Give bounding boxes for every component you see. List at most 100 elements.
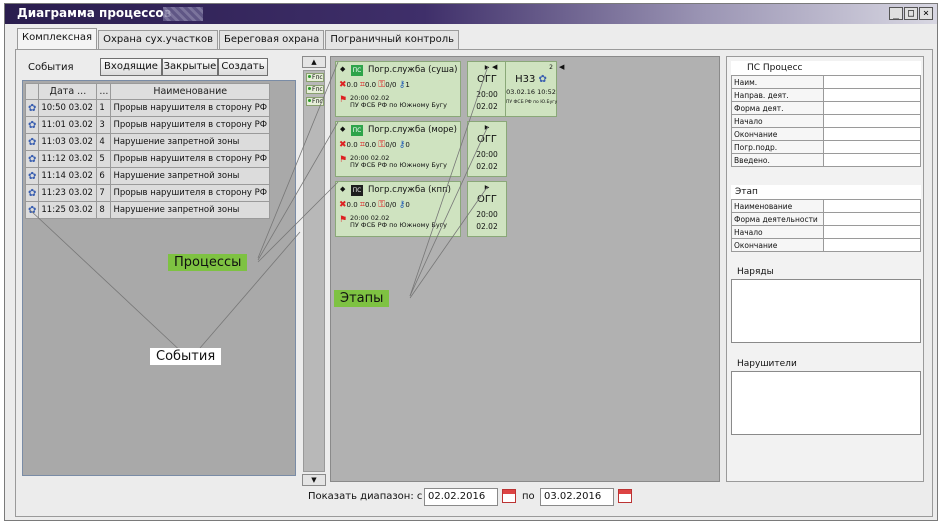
maximize-icon[interactable]: □ bbox=[904, 7, 918, 20]
tab-content: События Входящие Закрытые Создать Дата .… bbox=[15, 49, 933, 517]
process-header: ПС Процесс bbox=[747, 63, 803, 73]
table-col-name[interactable]: Наименование bbox=[110, 83, 271, 100]
bracket-icon: ⌗ bbox=[359, 200, 365, 210]
stage-arrow-icon: ▶ bbox=[484, 184, 490, 191]
expand-icon[interactable]: ◆ bbox=[340, 65, 346, 73]
create-button[interactable]: Создать bbox=[218, 58, 268, 76]
stage-arrow-icon: ▶ bbox=[484, 64, 490, 71]
outfit-card[interactable]: 2 Н33 ✿ 03.02.16 10:52 ПУ ФСБ РФ по Ю.Бу… bbox=[505, 61, 557, 117]
table-row[interactable]: Окончание bbox=[731, 238, 921, 252]
process-name: Погр.служба (море) bbox=[368, 125, 457, 135]
stage-name: ОГГ bbox=[476, 194, 498, 205]
arrow-right-icon[interactable]: ◀ bbox=[559, 63, 565, 71]
mini-process-item[interactable]: Fпс bbox=[306, 85, 324, 94]
events-panel: События Входящие Закрытые Создать Дата .… bbox=[22, 58, 296, 476]
date-to-field[interactable]: 03.02.2016 bbox=[540, 488, 614, 506]
stage-name: ОГГ bbox=[476, 134, 498, 145]
tab-border-control[interactable]: Пограничный контроль bbox=[325, 30, 460, 49]
key-blue-icon: ⚷ bbox=[398, 200, 406, 210]
table-row[interactable]: Начало bbox=[731, 225, 921, 239]
tab-coast[interactable]: Береговая охрана bbox=[219, 30, 325, 49]
stage-card[interactable]: ▶ ОГГ 20:00 02.02 bbox=[467, 181, 507, 237]
table-row[interactable]: Введено. bbox=[731, 153, 921, 167]
expand-icon[interactable]: ◆ bbox=[340, 185, 346, 193]
table-row[interactable]: Направ. деят. bbox=[731, 88, 921, 102]
process-card[interactable]: ◆ ПС Погр.служба (кпп) ✖0.0 ⌗0.0 ⚿0/0 ⚷0… bbox=[335, 181, 461, 237]
stage-card[interactable]: ▶ ОГГ 20:00 02.02 bbox=[467, 121, 507, 177]
outfits-header: Наряды bbox=[737, 267, 774, 277]
expand-icon[interactable]: ◆ bbox=[340, 125, 346, 133]
title-bar[interactable]: Диаграмма процессов _ □ × bbox=[5, 4, 937, 24]
range-label: Показать диапазон: с bbox=[308, 491, 423, 502]
tab-land[interactable]: Охрана сух.участков bbox=[98, 30, 219, 49]
key-icon: ⚿ bbox=[378, 200, 386, 210]
stage-name: ОГГ bbox=[476, 74, 498, 85]
gear-icon: ✿ bbox=[28, 136, 37, 148]
bracket-icon: ⌗ bbox=[359, 140, 365, 150]
arrow-left-icon[interactable]: ◀ bbox=[492, 63, 498, 71]
properties-panel: ПС Процесс Наим. Направ. деят. Форма дея… bbox=[726, 56, 924, 482]
violators-field[interactable] bbox=[731, 371, 921, 435]
scroll-down-icon[interactable]: ▼ bbox=[302, 474, 326, 486]
table-row[interactable]: Форма деят. bbox=[731, 101, 921, 115]
minimize-icon[interactable]: _ bbox=[889, 7, 903, 20]
table-row[interactable]: Наименование bbox=[731, 199, 921, 213]
gear-icon: ✿ bbox=[28, 170, 37, 182]
table-row[interactable]: Наим. bbox=[731, 75, 921, 89]
window-title: Диаграмма процессов bbox=[17, 6, 172, 20]
close-icon[interactable]: × bbox=[919, 7, 933, 20]
table-col-date[interactable]: Дата ... bbox=[38, 83, 98, 100]
flag-icon: ⚑ bbox=[339, 95, 348, 105]
mini-process-item[interactable]: Fпс bbox=[306, 97, 324, 106]
window-controls: _ □ × bbox=[889, 7, 933, 20]
process-tag: ПС bbox=[351, 185, 363, 196]
process-properties: ПС Процесс Наим. Направ. деят. Форма дея… bbox=[731, 61, 921, 167]
stage-date: 02.02 bbox=[476, 162, 498, 171]
process-scroller: ▲ Fпс Fпс Fпс ▼ bbox=[302, 56, 326, 486]
gear-icon: ✿ bbox=[28, 119, 37, 131]
incoming-button[interactable]: Входящие bbox=[100, 58, 162, 76]
status-dot-icon bbox=[308, 87, 311, 90]
table-row[interactable]: Окончание bbox=[731, 127, 921, 141]
date-from-field[interactable]: 02.02.2016 bbox=[424, 488, 498, 506]
process-card[interactable]: ◆ ПС Погр.служба (море) ✖0.0 ⌗0.0 ⚿0/0 ⚷… bbox=[335, 121, 461, 177]
outfits-field[interactable] bbox=[731, 279, 921, 343]
table-col-id[interactable]: ... bbox=[96, 83, 112, 100]
key-blue-icon: ⚷ bbox=[398, 80, 406, 90]
calendar-icon[interactable] bbox=[618, 489, 632, 503]
process-card[interactable]: ◆ ПС Погр.служба (суша) ✖0.0 ⌗0.0 ⚿0/0 ⚷… bbox=[335, 61, 461, 117]
status-dot-icon bbox=[308, 99, 311, 102]
table-row[interactable]: Форма деятельности bbox=[731, 212, 921, 226]
stage-time: 20:00 bbox=[476, 150, 498, 159]
process-indicators: ✖0.0 ⌗0.0 ⚿0/0 ⚷1 bbox=[339, 80, 410, 90]
calendar-icon[interactable] bbox=[502, 489, 516, 503]
stage-date: 02.02 bbox=[476, 102, 498, 111]
mini-process-item[interactable]: Fпс bbox=[306, 73, 324, 82]
closed-button[interactable]: Закрытые bbox=[162, 58, 218, 76]
flag-icon: ⚑ bbox=[339, 155, 348, 165]
table-row[interactable]: Начало bbox=[731, 114, 921, 128]
outfit-count: 2 bbox=[549, 64, 553, 71]
gear-icon: ✿ bbox=[28, 204, 37, 216]
violators-header: Нарушители bbox=[737, 359, 797, 369]
table-row[interactable]: Погр.подр. bbox=[731, 140, 921, 154]
gear-icon: ✿ bbox=[28, 153, 37, 165]
gear-icon: ✿ bbox=[28, 187, 37, 199]
events-label: События bbox=[28, 62, 74, 73]
stage-card[interactable]: ▶ ОГГ 20:00 02.02 bbox=[467, 61, 507, 117]
process-tag: ПС bbox=[351, 65, 363, 76]
scroll-track[interactable]: Fпс Fпс Fпс bbox=[303, 70, 325, 472]
scroll-up-icon[interactable]: ▲ bbox=[302, 56, 326, 68]
tab-complex[interactable]: Комплексная bbox=[17, 28, 98, 49]
